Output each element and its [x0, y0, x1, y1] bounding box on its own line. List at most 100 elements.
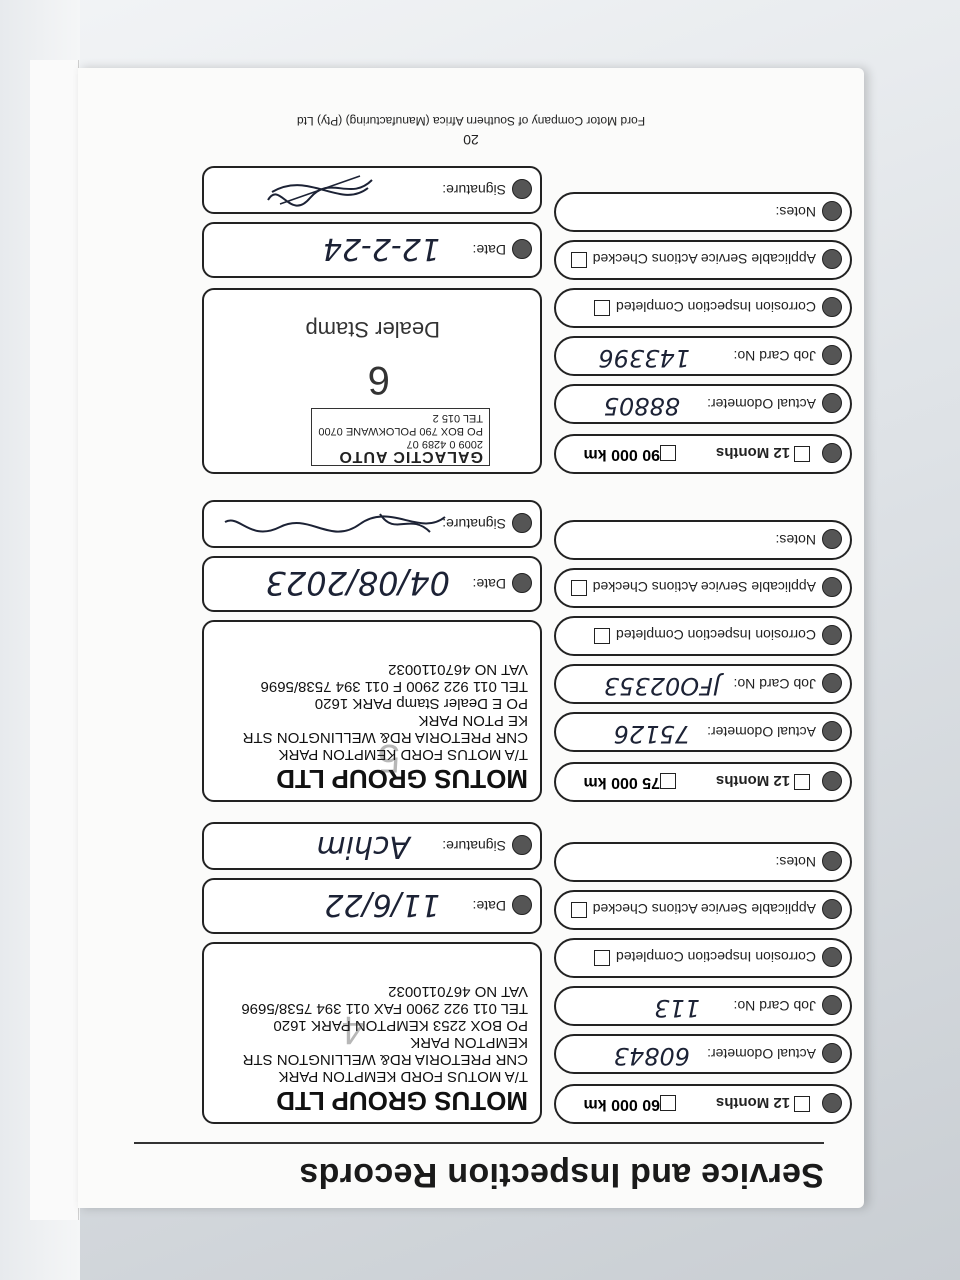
- bullet-icon: [512, 573, 532, 593]
- rotated-page-content: Service and Inspection Records 12 Months…: [78, 68, 864, 1208]
- interval-row: 12 Months 75 000 km: [554, 762, 852, 802]
- signature-box: Signature: Achim: [202, 822, 542, 870]
- stamp-title: MOTUS GROUP LTD: [276, 764, 528, 794]
- km-checkbox[interactable]: [660, 445, 676, 461]
- corrosion-checkbox[interactable]: [594, 300, 610, 316]
- dealer-stamp-box: MOTUS GROUP LTD T/A MOTUS FORD KEMPTON P…: [202, 620, 542, 802]
- interval-row: 12 Months 60 000 km: [554, 1084, 852, 1124]
- months-label: 12 Months: [715, 444, 791, 461]
- km-checkbox[interactable]: [660, 773, 676, 789]
- signature-box: Signature:: [202, 500, 542, 548]
- date-label: Date:: [472, 242, 506, 258]
- bullet-icon: [822, 201, 842, 221]
- job-card-row: Job Card No: 143396: [554, 336, 852, 376]
- bullet-icon: [512, 513, 532, 533]
- galactic-line: PO BOX 790 POLOKWANE 0700: [318, 425, 483, 437]
- dealer-stamp-label: Dealer Stamp: [305, 317, 440, 342]
- corrosion-checkbox[interactable]: [594, 628, 610, 644]
- bullet-icon: [822, 899, 842, 919]
- odometer-row: Actual Odometer: 88805: [554, 384, 852, 424]
- applicable-checkbox[interactable]: [570, 902, 587, 918]
- date-value: 12-2-24: [322, 231, 440, 266]
- corrosion-label: Corrosion Inspection Completed: [616, 299, 816, 315]
- background-left: [0, 0, 80, 1280]
- bullet-icon: [822, 995, 842, 1015]
- months-checkbox[interactable]: [794, 774, 810, 790]
- page-title: Service and Inspection Records: [299, 1156, 824, 1194]
- applicable-label: Applicable Service Actions Checked: [592, 901, 816, 917]
- months-checkbox[interactable]: [794, 1096, 810, 1112]
- corrosion-row: Corrosion Inspection Completed: [554, 288, 852, 328]
- applicable-checkbox[interactable]: [570, 252, 587, 268]
- stamp-line: TEL 011 922 2900 FAX 011 394 7538/5696: [241, 1000, 528, 1017]
- stamp-line: TEL 011 922 2900 F 011 394 7538/5696: [260, 678, 528, 695]
- job-card-value: JFO02353: [603, 672, 720, 700]
- stamp-line: T/A MOTUS FORD KEMPTON PARK: [278, 746, 528, 763]
- notes-label: Notes:: [775, 854, 816, 870]
- signature-label: Signature:: [442, 516, 506, 532]
- bullet-icon: [822, 249, 842, 269]
- notes-label: Notes:: [775, 204, 816, 220]
- odometer-row: Actual Odometer: 60843: [554, 1034, 852, 1074]
- job-card-row: Job Card No: JFO02353: [554, 664, 852, 704]
- stamp-title: MOTUS GROUP LTD: [276, 1086, 528, 1116]
- date-box: Date: 04/08/2023: [202, 556, 542, 612]
- galactic-title: GALACTIC AUTO: [338, 448, 483, 465]
- stamp-line: PO BOX 2253 KEMPTON PARK 1620: [273, 1017, 528, 1034]
- stamp-line: CNR PRETORIA RD& WELLINGTON STR: [242, 729, 528, 746]
- date-value: 11/6/22: [324, 887, 440, 922]
- odometer-label: Actual Odometer:: [707, 724, 816, 740]
- corrosion-label: Corrosion Inspection Completed: [616, 949, 816, 965]
- applicable-checkbox[interactable]: [570, 580, 587, 596]
- stamp-number: 6: [367, 358, 390, 402]
- stamp-line: CNR PRETORIA RD& WELLINGTON STR: [242, 1051, 528, 1068]
- galactic-line: TEL 015 2: [432, 412, 483, 424]
- km-label: 90 000 km: [583, 446, 660, 463]
- bullet-icon: [512, 895, 532, 915]
- stamp-line: VAT NO 4670110032: [388, 661, 528, 678]
- notes-label: Notes:: [775, 532, 816, 548]
- stamp-text: MOTUS GROUP LTD T/A MOTUS FORD KEMPTON P…: [212, 661, 528, 794]
- signature-label: Signature:: [442, 182, 506, 198]
- interval-row: 12 Months 90 000 km: [554, 434, 852, 474]
- signature-box: Signature:: [202, 166, 542, 214]
- galactic-auto-stamp: GALACTIC AUTO 2009 0 4289 07 PO BOX 790 …: [311, 408, 490, 466]
- odometer-value: 88805: [603, 392, 680, 420]
- notes-row: Notes:: [554, 520, 852, 560]
- stamp-line: VAT NO 4670110032: [388, 983, 528, 1000]
- km-checkbox[interactable]: [660, 1095, 676, 1111]
- stamp-number: 4: [341, 1008, 364, 1052]
- corrosion-checkbox[interactable]: [594, 950, 610, 966]
- signature-label: Signature:: [442, 838, 506, 854]
- odometer-row: Actual Odometer: 75126: [554, 712, 852, 752]
- odometer-label: Actual Odometer:: [707, 396, 816, 412]
- page-footer: Ford Motor Company of Southern Africa (M…: [296, 114, 646, 128]
- bullet-icon: [822, 721, 842, 741]
- months-label: 12 Months: [715, 1094, 791, 1111]
- page-number: 20: [463, 132, 479, 148]
- date-box: Date: 11/6/22: [202, 878, 542, 934]
- bullet-icon: [822, 297, 842, 317]
- months-checkbox[interactable]: [794, 446, 810, 462]
- corrosion-row: Corrosion Inspection Completed: [554, 938, 852, 978]
- corrosion-row: Corrosion Inspection Completed: [554, 616, 852, 656]
- km-label: 60 000 km: [583, 1096, 660, 1113]
- dealer-stamp-box: MOTUS GROUP LTD T/A MOTUS FORD KEMPTON P…: [202, 942, 542, 1124]
- dealer-stamp-box: GALACTIC AUTO 2009 0 4289 07 PO BOX 790 …: [202, 288, 542, 474]
- stamp-number: 5: [377, 736, 400, 780]
- odometer-label: Actual Odometer:: [707, 1046, 816, 1062]
- applicable-row: Applicable Service Actions Checked: [554, 240, 852, 280]
- date-value: 04/08/2023: [265, 564, 450, 602]
- bullet-icon: [822, 771, 842, 791]
- odometer-value: 60843: [613, 1042, 690, 1070]
- bullet-icon: [822, 577, 842, 597]
- job-card-row: Job Card No: 113: [554, 986, 852, 1026]
- date-label: Date:: [472, 898, 506, 914]
- applicable-label: Applicable Service Actions Checked: [592, 251, 816, 267]
- months-label: 12 Months: [715, 772, 791, 789]
- bullet-icon: [512, 239, 532, 259]
- signature-scribble: [267, 175, 373, 207]
- title-divider: [134, 1142, 824, 1144]
- booklet-page: Service and Inspection Records 12 Months…: [78, 68, 864, 1208]
- job-card-value: 143396: [598, 344, 690, 372]
